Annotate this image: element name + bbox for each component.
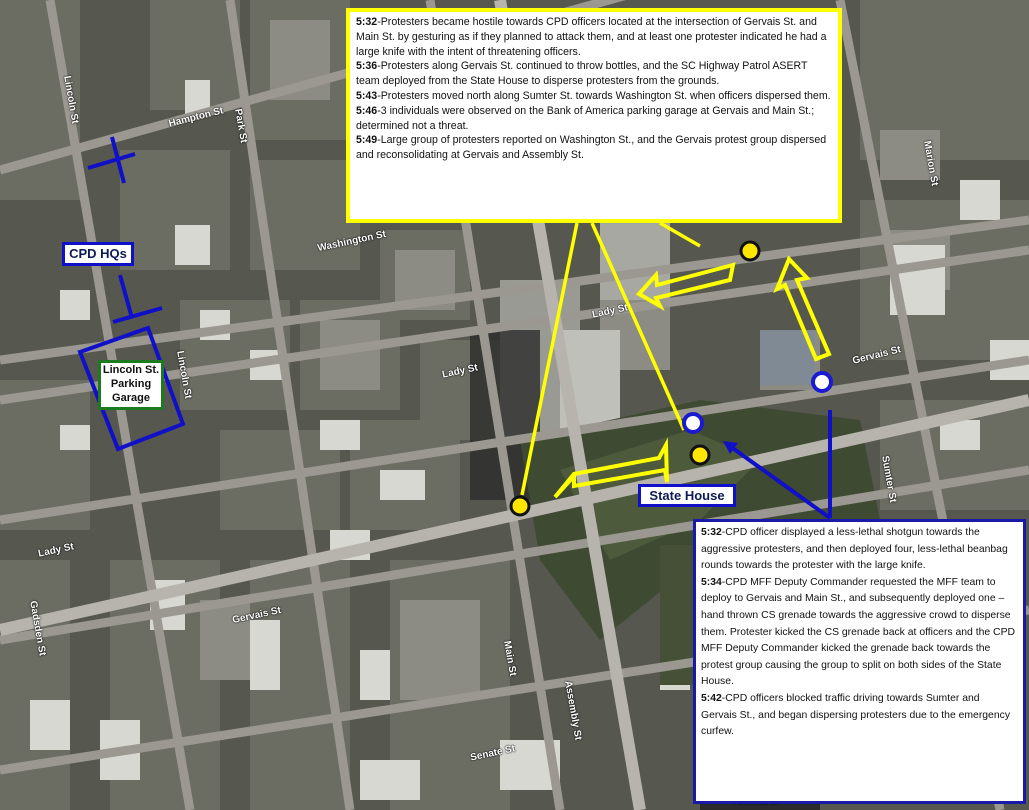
entry-time: 5:46 (356, 104, 378, 117)
timeline-entry: 5:42-CPD officers blocked traffic drivin… (701, 691, 1018, 741)
entry-time: 5:49 (356, 134, 378, 147)
entry-time: 5:36 (356, 60, 378, 73)
top-callout-leaders (520, 221, 701, 496)
road-block-markers (87, 136, 163, 324)
bottom-callout-leader (725, 442, 832, 520)
timeline-callout-top: 5:32-Protesters became hostile towards C… (346, 8, 842, 223)
entry-text: -Protesters became hostile towards CPD o… (356, 16, 827, 58)
garage-outline (77, 325, 186, 452)
movement-arrow-west (553, 437, 669, 499)
timeline-entry: 5:34-CPD MFF Deputy Commander requested … (701, 575, 1018, 691)
watermark-strip (700, 800, 820, 810)
entry-text: -CPD officer displayed a less-lethal sho… (701, 527, 1008, 572)
entry-time: 5:34 (701, 576, 722, 588)
entry-text: -CPD officers blocked traffic driving to… (701, 692, 1011, 738)
leader-arrowhead (723, 441, 738, 454)
parking-garage-label: Lincoln St. Parking Garage (98, 360, 164, 410)
timeline-entry: 5:46-3 individuals were observed on the … (356, 104, 832, 134)
entry-text: -3 individuals were observed on the Bank… (356, 104, 815, 132)
entry-time: 5:32 (356, 16, 378, 28)
entry-time: 5:42 (701, 692, 722, 704)
timeline-callout-bottom: 5:32-CPD officer displayed a less-lethal… (693, 519, 1026, 804)
protester-markers (509, 240, 761, 517)
entry-text: -CPD MFF Deputy Commander requested the … (701, 576, 1015, 688)
entry-text: -Protesters moved north along Sumter St.… (377, 89, 831, 102)
officer-marker (811, 371, 833, 393)
movement-arrow-northwest (635, 262, 736, 312)
officer-marker (682, 412, 704, 434)
officer-markers (682, 371, 833, 434)
entry-time: 5:43 (356, 89, 378, 102)
protester-marker (509, 495, 531, 517)
cpd-headquarters-label: CPD HQs (62, 242, 134, 266)
entry-time: 5:32 (701, 527, 722, 538)
timeline-entry: 5:49-Large group of protesters reported … (356, 133, 832, 163)
timeline-entry: 5:43-Protesters moved north along Sumter… (356, 89, 832, 104)
state-house-label: State House (638, 484, 736, 507)
entry-text: -Large group of protesters reported on W… (356, 134, 827, 162)
timeline-entry: 5:32-CPD officer displayed a less-lethal… (701, 525, 1018, 575)
protester-marker (739, 240, 761, 262)
timeline-entry: 5:32-Protesters became hostile towards C… (356, 15, 832, 59)
movement-arrow-north (773, 255, 832, 362)
entry-text: -Protesters along Gervais St. continued … (356, 60, 808, 88)
protester-marker (689, 444, 711, 466)
timeline-entry: 5:36-Protesters along Gervais St. contin… (356, 59, 832, 89)
